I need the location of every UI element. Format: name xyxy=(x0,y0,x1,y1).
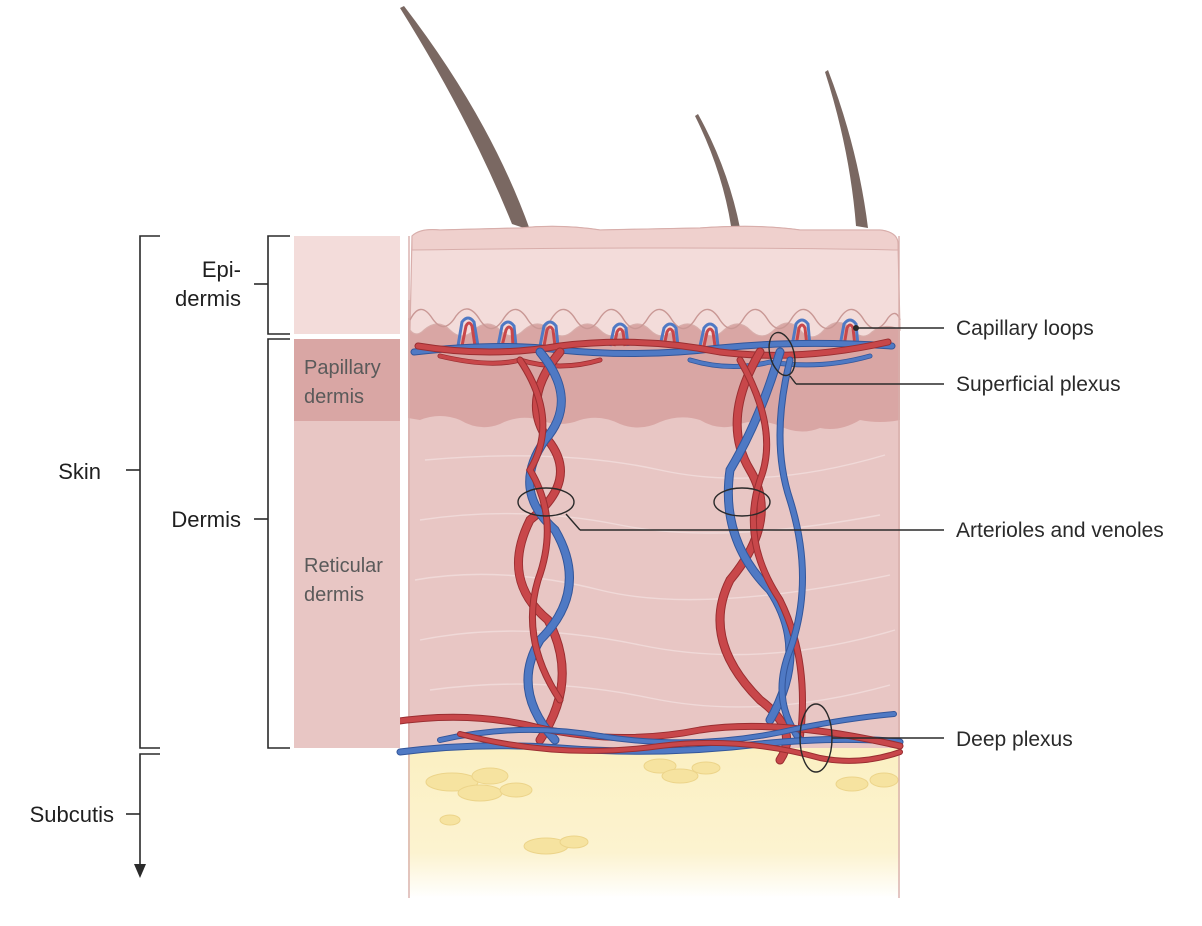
skin-label: Skin xyxy=(58,459,101,484)
layer-key: Papillary dermis Reticular dermis xyxy=(294,236,400,748)
skin-block xyxy=(408,225,901,898)
hair-left xyxy=(400,6,530,230)
papillary-label-line1: Papillary xyxy=(304,357,381,379)
superficial-plexus-label: Superficial plexus xyxy=(956,373,1121,396)
fat-lobules xyxy=(425,758,899,855)
key-reticular xyxy=(294,421,400,748)
epidermis-label-line1: Epi- xyxy=(202,257,241,282)
reticular-label-line2: dermis xyxy=(304,584,364,606)
capillary-loop xyxy=(838,318,860,347)
subcutis-bracket xyxy=(139,753,160,868)
hair-right xyxy=(825,70,868,228)
reticular-label-line1: Reticular xyxy=(304,555,383,577)
capillary-loop xyxy=(538,320,560,347)
deep-plexus-label: Deep plexus xyxy=(956,728,1073,751)
key-papillary xyxy=(294,339,400,421)
skin-bracket xyxy=(139,235,160,749)
key-epidermis xyxy=(294,236,400,334)
callouts: Capillary loops Superficial plexus Arter… xyxy=(517,317,1164,773)
capillary-loop xyxy=(456,316,480,347)
capillary-loop xyxy=(608,322,630,347)
hair-group xyxy=(400,6,868,230)
capillary-loop xyxy=(790,318,812,347)
arterioles-venoles-label: Arterioles and venoles xyxy=(956,519,1164,542)
subcutis-label: Subcutis xyxy=(30,802,114,827)
capillary-loop xyxy=(658,322,680,347)
vessel-trunk-left xyxy=(513,347,574,745)
brackets xyxy=(126,235,290,878)
epidermis-label-line2: dermis xyxy=(175,286,241,311)
rete-ridges xyxy=(409,308,901,330)
superficial-plexus xyxy=(410,338,896,369)
deep-plexus xyxy=(388,711,904,764)
capillary-loops xyxy=(456,316,860,347)
epidermis-bracket xyxy=(267,235,290,335)
papillary-label-line2: dermis xyxy=(304,386,364,408)
dermis-label: Dermis xyxy=(171,507,241,532)
dermis-bracket xyxy=(267,338,290,749)
vessel-trunk-right xyxy=(715,347,806,765)
capillary-loops-label: Capillary loops xyxy=(956,317,1094,340)
stratum-corneum xyxy=(411,225,899,251)
capillary-loop xyxy=(698,322,720,347)
subcutis-arrow-icon xyxy=(134,864,146,878)
capillary-loop xyxy=(496,320,518,347)
collagen-fibres xyxy=(414,454,896,708)
papillary-dermis-layer xyxy=(408,318,900,432)
hair-middle xyxy=(695,114,740,228)
